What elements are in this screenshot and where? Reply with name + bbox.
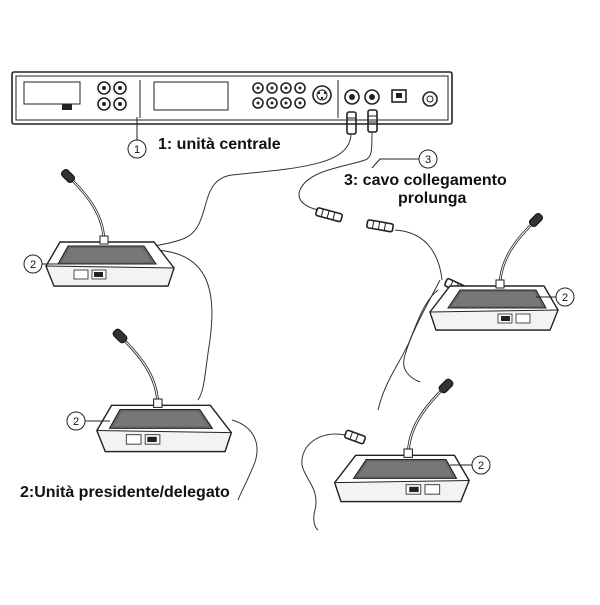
svg-text:3: 3 (425, 154, 431, 166)
callout-unit-a: 2 (23, 254, 62, 274)
delegate-unit-upper-left (44, 166, 176, 288)
svg-text:2: 2 (30, 259, 36, 271)
label-extension-cable-line1: 3: cavo collegamento (344, 172, 507, 189)
central-unit (11, 71, 453, 125)
delegate-unit-upper-right (428, 210, 560, 332)
callout-unit-b: 2 (66, 411, 110, 431)
power-switch (62, 104, 72, 110)
control-knobs (97, 81, 127, 111)
label-central-unit: 1: unità centrale (158, 136, 281, 153)
svg-text:2: 2 (73, 416, 79, 428)
label-delegate-unit: 2:Unità presidente/delegato (20, 484, 230, 501)
trunk-sockets (344, 89, 380, 105)
delegate-unit-lower-right (333, 376, 471, 503)
svg-text:2: 2 (562, 292, 568, 304)
delegate-unit-lower-left (95, 326, 233, 453)
system-cables (144, 131, 443, 531)
svg-text:2: 2 (478, 460, 484, 472)
power-inlet (422, 91, 438, 107)
network-port (391, 89, 407, 103)
callout-central-unit: 1 (127, 117, 147, 159)
callout-extension-cable: 3 (418, 149, 438, 169)
label-extension-cable-line2: prolunga (398, 190, 467, 207)
center-panel (153, 81, 229, 111)
svg-text:1: 1 (134, 144, 140, 156)
front-display (23, 81, 81, 105)
callout-unit-c: 2 (536, 287, 575, 307)
rear-connectors (252, 82, 332, 109)
callout-unit-d: 2 (450, 455, 491, 475)
central-plugs (346, 109, 378, 135)
